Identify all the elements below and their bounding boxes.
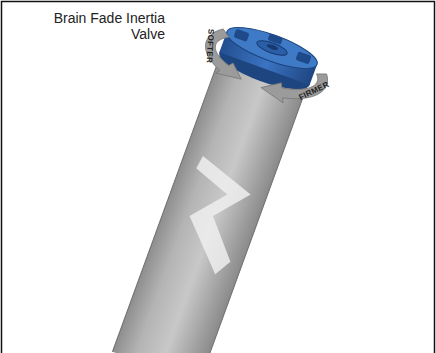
body-edge — [112, 42, 225, 352]
reservoir — [96, 14, 337, 353]
cap-hole — [266, 43, 279, 51]
adjust-arrow — [259, 54, 331, 114]
part-label: Brain Fade Inertia Valve — [40, 10, 165, 42]
cap-notch — [295, 51, 311, 64]
cap-top — [222, 19, 321, 76]
cap-notch — [233, 29, 249, 42]
logo-mark — [164, 155, 261, 277]
cap-knob — [255, 38, 288, 58]
adjust-arrow — [197, 25, 255, 82]
